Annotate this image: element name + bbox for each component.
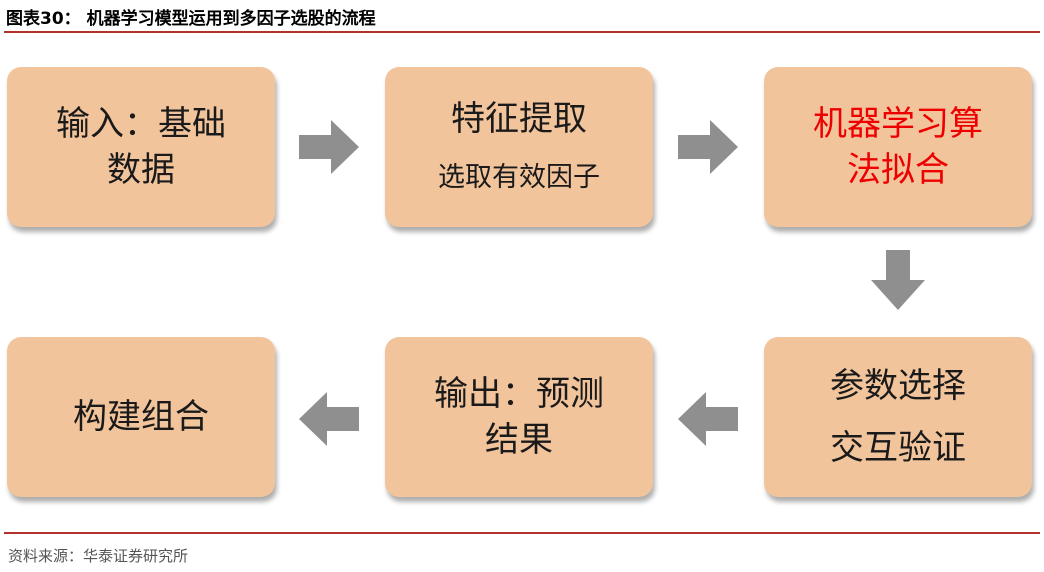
step-output-prediction: 输出：预测 结果 bbox=[385, 337, 653, 497]
step-input-data: 输入：基础 数据 bbox=[7, 67, 275, 227]
arrow-right-icon bbox=[299, 117, 359, 177]
step-params-line1: 参数选择 bbox=[830, 366, 966, 406]
arrow-right-icon bbox=[678, 117, 738, 177]
step-feature-subtitle: 选取有效因子 bbox=[438, 162, 600, 193]
step-feature-extraction: 特征提取 选取有效因子 bbox=[385, 67, 653, 227]
arrow-left-icon bbox=[299, 389, 359, 449]
step-ml-fitting: 机器学习算 法拟合 bbox=[764, 67, 1032, 227]
step-ml-line1: 机器学习算 bbox=[813, 104, 983, 144]
step-parameter-selection: 参数选择 交互验证 bbox=[764, 337, 1032, 497]
source-note: 资料来源：华泰证券研究所 bbox=[8, 547, 189, 565]
step-input-line1: 输入：基础 bbox=[56, 104, 226, 144]
step-build-portfolio: 构建组合 bbox=[7, 337, 275, 497]
step-portfolio-line1: 构建组合 bbox=[73, 397, 209, 437]
step-input-line2: 数据 bbox=[107, 150, 175, 190]
top-divider bbox=[4, 31, 1040, 33]
arrow-down-icon bbox=[868, 250, 928, 310]
step-params-line2: 交互验证 bbox=[830, 428, 966, 468]
arrow-left-icon bbox=[678, 389, 738, 449]
step-ml-line2: 法拟合 bbox=[847, 150, 949, 190]
bottom-divider bbox=[4, 532, 1040, 534]
figure-title: 图表30： 机器学习模型运用到多因子选股的流程 bbox=[6, 9, 376, 29]
step-output-line2: 结果 bbox=[485, 420, 553, 460]
step-feature-title: 特征提取 bbox=[451, 99, 587, 139]
step-output-line1: 输出：预测 bbox=[434, 374, 604, 414]
